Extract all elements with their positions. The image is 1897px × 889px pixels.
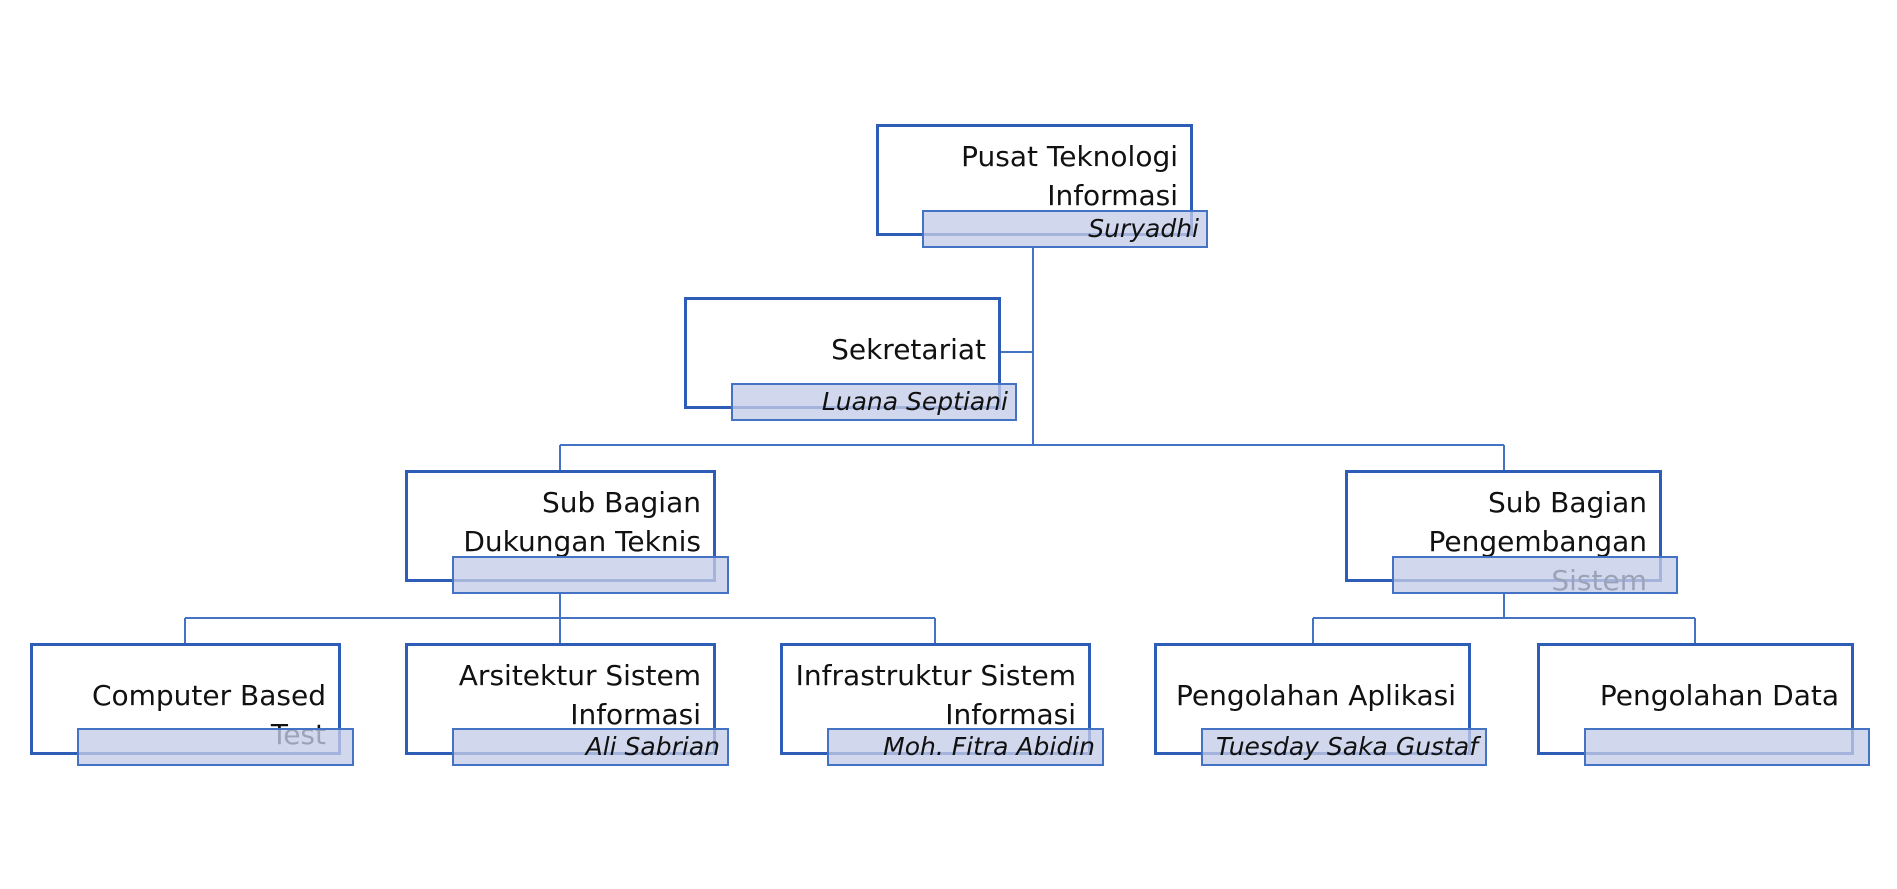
unit-label-arsitektur-sistem-informasi: Arsitektur Sistem Informasi [458, 659, 701, 731]
head-name-pengolahan-aplikasi: Tuesday Saka Gustaf [1215, 732, 1478, 761]
head-name-sekretariat: Luana Septiani [821, 387, 1008, 416]
unit-label-pengolahan-data: Pengolahan Data [1599, 679, 1839, 712]
unit-label-sekretariat: Sekretariat [831, 333, 986, 366]
head-box-pengolahan-aplikasi: Tuesday Saka Gustaf [1201, 728, 1487, 766]
unit-label-dukungan-teknis: Sub Bagian Dukungan Teknis [463, 486, 701, 558]
head-box-infrastruktur-sistem-informasi: Moh. Fitra Abidin [827, 728, 1104, 766]
head-name-infrastruktur-sistem-informasi: Moh. Fitra Abidin [883, 732, 1095, 761]
head-box-dukungan-teknis [452, 556, 729, 594]
head-box-computer-based-test [77, 728, 354, 766]
head-box-pengembangan-sistem [1392, 556, 1678, 594]
unit-box-infrastruktur-sistem-informasi: Infrastruktur Sistem Informasi [780, 643, 1091, 755]
unit-label-root: Pusat Teknologi Informasi [961, 140, 1178, 212]
head-name-root: Suryadhi [1088, 214, 1199, 243]
head-box-pengolahan-data [1584, 728, 1870, 766]
head-box-arsitektur-sistem-informasi: Ali Sabrian [452, 728, 729, 766]
head-name-arsitektur-sistem-informasi: Ali Sabrian [585, 732, 720, 761]
unit-label-pengolahan-aplikasi: Pengolahan Aplikasi [1176, 679, 1456, 712]
head-box-sekretariat: Luana Septiani [731, 383, 1017, 421]
head-box-root: Suryadhi [922, 210, 1208, 248]
unit-label-infrastruktur-sistem-informasi: Infrastruktur Sistem Informasi [795, 659, 1076, 731]
